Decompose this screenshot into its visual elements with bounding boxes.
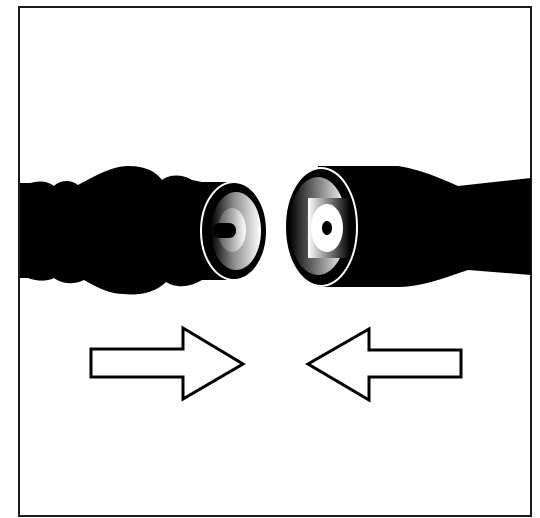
arrow-right-icon xyxy=(89,325,246,402)
right-connector xyxy=(284,166,531,287)
arrow-left-icon xyxy=(305,326,463,403)
left-pin xyxy=(213,223,236,238)
left-connector xyxy=(20,166,268,295)
right-cable-silhouette xyxy=(318,166,531,287)
right-socket-hole xyxy=(322,221,332,235)
left-cable-silhouette xyxy=(20,166,238,295)
